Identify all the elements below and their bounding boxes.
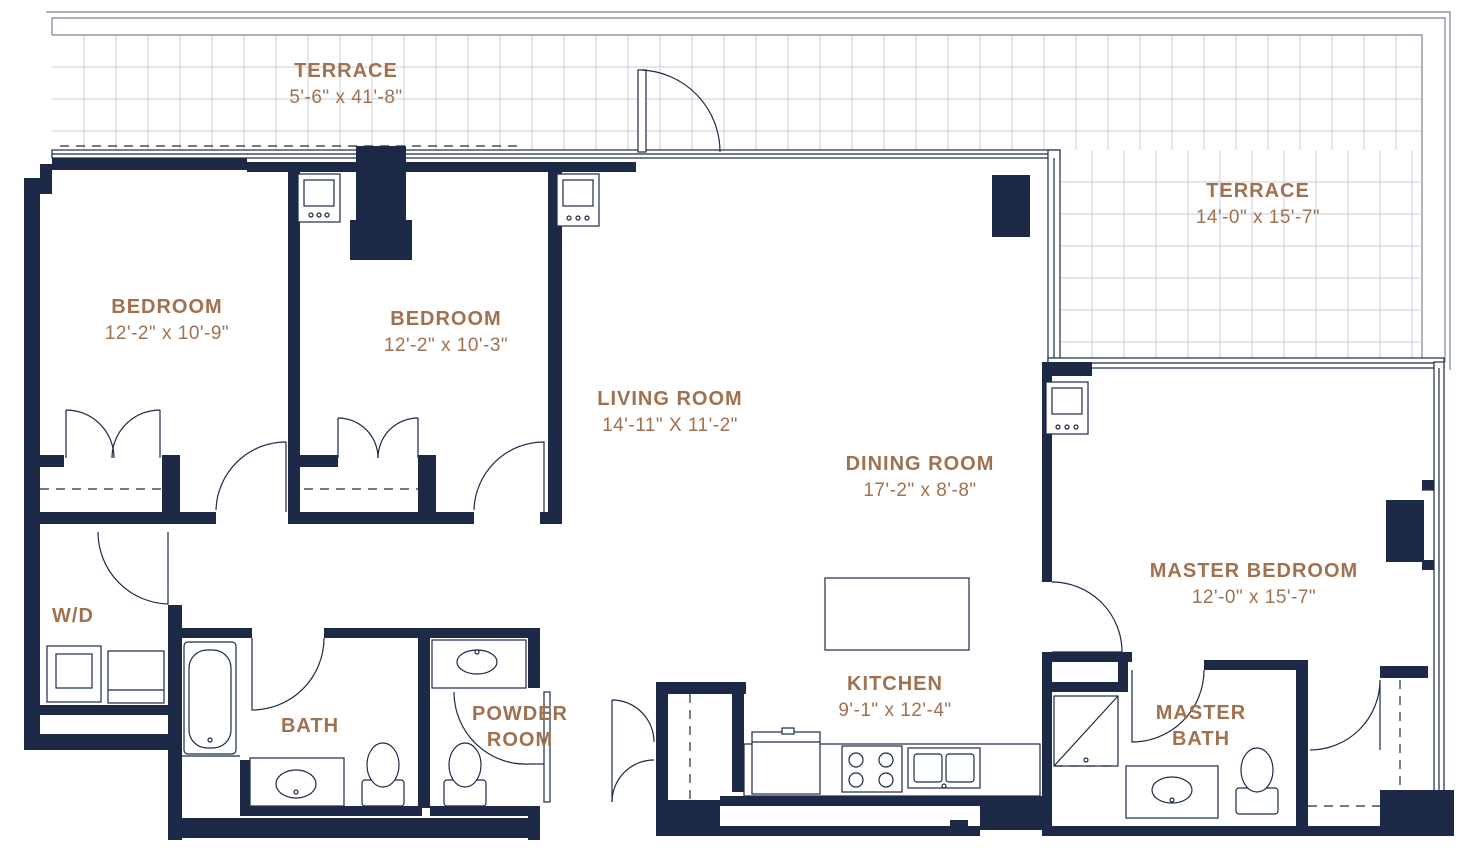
master-bedroom-label: MASTER BEDROOM [1150,560,1358,582]
dining-room-dims: 17'-2" x 8'-8" [863,480,976,501]
bath-label: BATH [281,715,339,737]
terrace-door [637,69,721,153]
powder-room-label-line1: POWDER [472,703,568,725]
bedroom-2-dims: 12'-2" x 10'-3" [384,335,508,356]
bedroom-1-dims: 12'-2" x 10'-9" [105,323,229,344]
doors-and-closets [40,409,1434,807]
dining-room-label: DINING ROOM [846,453,995,475]
window-wall-top [51,149,1445,793]
terrace-top-area [46,11,1451,370]
master-bath-label-line2: BATH [1172,728,1230,750]
wd-label: W/D [52,605,94,627]
master-bath-label-line1: MASTER [1156,702,1246,724]
terrace-right-label: TERRACE [1206,180,1310,202]
kitchen-dims: 9'-1" x 12'-4" [838,700,951,721]
terrace-right-area [1060,150,1422,358]
master-bedroom-dims: 12'-0" x 15'-7" [1192,587,1316,608]
powder-room-label-line2: ROOM [487,729,553,751]
bedroom-1-label: BEDROOM [111,296,222,318]
bedroom-2-label: BEDROOM [390,308,501,330]
terrace-top-label: TERRACE [294,60,398,82]
room-labels: TERRACE 5'-6" x 41'-8" TERRACE 14'-0" x … [52,60,1358,751]
kitchen-label: KITCHEN [847,673,943,695]
fixtures [46,173,1279,819]
terrace-right-dims: 14'-0" x 15'-7" [1196,207,1320,228]
terrace-top-dims: 5'-6" x 41'-8" [289,87,402,108]
living-room-dims: 14'-11" X 11'-2" [602,415,738,436]
living-room-label: LIVING ROOM [597,388,742,410]
walls [24,146,1454,840]
